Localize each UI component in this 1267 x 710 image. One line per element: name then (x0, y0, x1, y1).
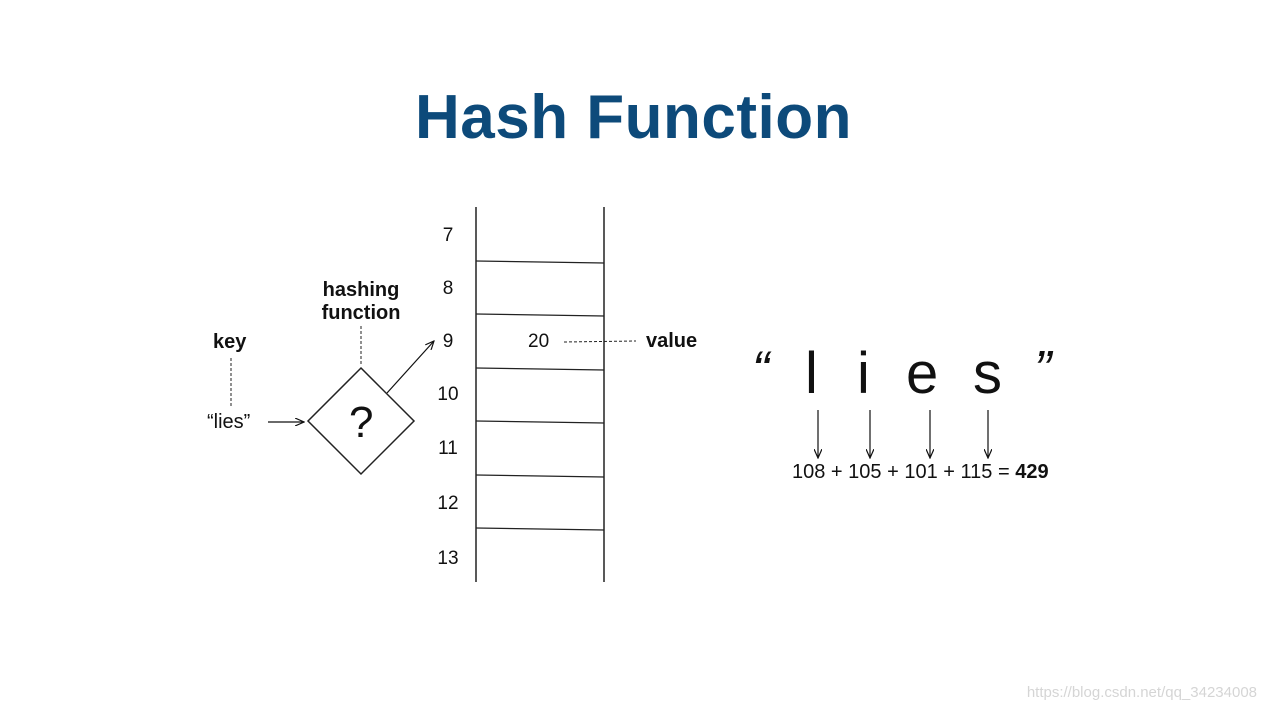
hashing-function-label-line1: hashing (322, 279, 400, 301)
row-number: 10 (437, 384, 459, 405)
row-separator (475, 313, 605, 317)
hash-function-diamond (306, 366, 416, 476)
word-letter-s: s (973, 341, 1002, 406)
char-code: 105 (848, 461, 882, 483)
row-number: 12 (437, 493, 459, 514)
row-number: 9 (442, 331, 454, 352)
row-separator (475, 474, 605, 478)
row-number: 7 (442, 225, 454, 246)
char-code: 101 (904, 461, 938, 483)
key-value: “lies” (207, 411, 251, 433)
value-label: value (646, 330, 698, 352)
page-title: Hash Function (414, 83, 853, 152)
char-code-sum: 108 + 105 + 101 + 115 = 429 (792, 461, 1049, 483)
word-open-quote: “ (752, 341, 770, 399)
function-symbol: ? (349, 398, 374, 447)
hashing-function-label: hashing function (310, 279, 412, 325)
word-letter-l: l (805, 341, 818, 406)
sum-total: 429 (1015, 461, 1049, 483)
key-label: key (213, 331, 247, 353)
row-number: 8 (442, 278, 454, 299)
row-separator (475, 367, 605, 371)
row-separator (475, 420, 605, 424)
function-to-table-arrow (386, 341, 434, 394)
stored-value: 20 (528, 331, 550, 352)
row-separator (475, 260, 605, 264)
row-number: 13 (437, 548, 459, 569)
row-separator (475, 527, 605, 531)
row-number: 11 (438, 438, 458, 459)
char-code: 115 (960, 461, 993, 483)
char-code: 108 (792, 461, 826, 483)
word-letter-i: i (857, 341, 870, 406)
hashing-function-label-line2: function (321, 302, 401, 324)
value-dashed-connector (563, 340, 637, 343)
word-close-quote: ” (1034, 341, 1052, 399)
word-letter-e: e (906, 341, 939, 406)
watermark: https://blog.csdn.net/qq_34234008 (1026, 684, 1257, 701)
